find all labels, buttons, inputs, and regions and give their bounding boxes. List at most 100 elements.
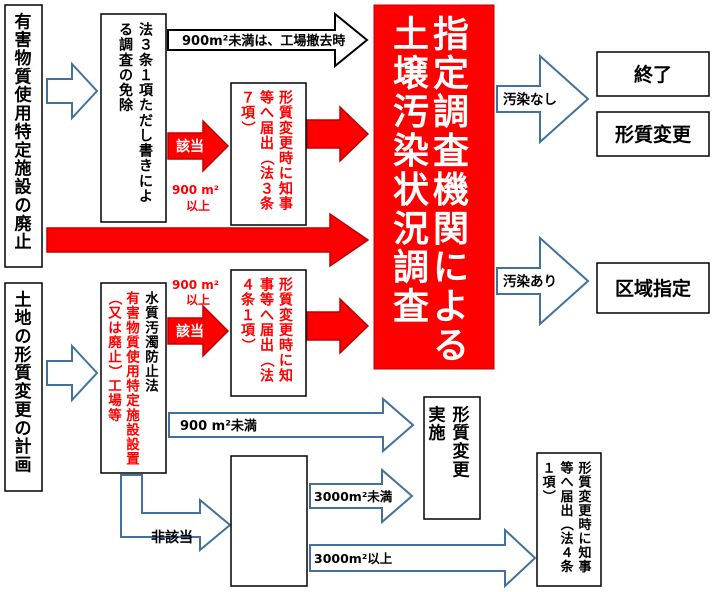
vertical-char: 変: [578, 489, 591, 505]
vertical-char: 変: [15, 381, 32, 402]
box-todoke-bottom: [536, 452, 602, 587]
label-over-3000: 3000m²以上: [314, 551, 393, 566]
vertical-char: ）: [239, 121, 255, 135]
vertical-char: 更: [15, 400, 33, 420]
vertical-char: 施: [15, 158, 32, 179]
vertical-char: 又: [107, 306, 122, 322]
vertical-char: に: [433, 248, 469, 289]
label-under-900: 900 m²未満: [180, 418, 257, 434]
vertical-char: の: [15, 419, 32, 439]
vertical-char: 時: [578, 517, 591, 533]
label-keishitsu-henkou: 形質変更: [615, 123, 692, 146]
vertical-char: 置: [126, 452, 140, 468]
boxes: [4, 4, 710, 587]
vertical-char: （: [258, 151, 274, 165]
blue-arrow-osen-nashi: [496, 53, 590, 145]
vertical-char: 特: [126, 378, 140, 395]
vertical-char: 知: [279, 180, 293, 197]
vertical-char: 設: [15, 177, 33, 198]
vertical-char: 形: [453, 404, 470, 425]
vertical-char: 工: [108, 379, 122, 395]
vertical-char: 免: [119, 82, 133, 99]
vertical-char: だ: [139, 113, 153, 129]
vertical-char: 設: [126, 421, 140, 438]
vertical-char: 査: [433, 131, 469, 172]
red-arrow-long: [46, 212, 370, 268]
vertical-char: 等: [559, 461, 573, 477]
vertical-char: 項: [241, 106, 256, 122]
vertical-char: 壌: [393, 53, 429, 94]
vertical-char: 汚: [393, 92, 429, 133]
vertical-char: る: [433, 325, 469, 366]
vertical-char: ）: [239, 338, 255, 352]
vertical-char: 知: [279, 367, 293, 384]
vertical-char: 状: [393, 170, 430, 211]
vertical-char: 時: [279, 337, 293, 354]
vertical-char: （: [258, 353, 274, 367]
vertical-char: 実: [429, 404, 446, 425]
vertical-char: 査: [393, 287, 429, 328]
vertical-char: 調: [433, 92, 469, 133]
vertical-char: の: [119, 68, 133, 84]
vertical-char: に: [279, 353, 293, 369]
vertical-char: 形: [279, 90, 293, 107]
vertical-char: は: [108, 320, 122, 336]
box-kuiki: [230, 455, 308, 587]
vertical-char: 質: [126, 334, 140, 351]
vertical-char: 質: [279, 292, 293, 309]
vertical-char: 項: [241, 323, 256, 339]
vertical-char: 知: [578, 545, 591, 561]
vertical-char: １: [241, 308, 255, 324]
vertical-char: へ: [260, 106, 274, 122]
vertical-char: 定: [126, 392, 140, 409]
vertical-char: ４: [560, 546, 573, 561]
vertical-char: へ: [260, 308, 274, 324]
label-900-top-a: 900 m²: [172, 183, 219, 197]
vertical-char: 調: [393, 248, 429, 289]
box-menjo: [100, 13, 167, 223]
vertical-char: 調: [119, 37, 133, 54]
vertical-char: 定: [433, 53, 469, 94]
vertical-char: 使: [125, 348, 140, 365]
red-arrow-todoke-top: [306, 105, 370, 163]
black-arrow-top: [167, 11, 369, 69]
vertical-char: に: [279, 166, 293, 182]
box-suishitsu: [100, 282, 167, 474]
vertical-char: 質: [578, 475, 591, 491]
vertical-char: 条: [560, 559, 574, 575]
vertical-char: 用: [15, 104, 32, 124]
vertical-char: １: [542, 462, 555, 477]
vertical-char: 条: [240, 292, 256, 309]
vertical-char: 施: [126, 407, 140, 424]
blue-arrow-left-bottom: [46, 343, 99, 403]
vertical-char: 質: [145, 305, 159, 322]
vertical-char: 水: [145, 290, 159, 307]
box-keishitsu-henkou: [596, 111, 710, 157]
vertical-char: 法: [260, 165, 274, 182]
label-top-arrow: 900m²未満は、工場撤去時: [182, 33, 345, 49]
vertical-char: 地: [15, 308, 32, 329]
vertical-char: 土: [393, 14, 429, 55]
vertical-char: ３: [139, 38, 153, 54]
vertical-char: 出: [560, 503, 573, 519]
vertical-char: 事: [578, 559, 591, 575]
vertical-char: 止: [15, 232, 32, 253]
vertical-char: よ: [433, 287, 469, 328]
vertical-char: 除: [119, 97, 134, 114]
label-hi-gaitou: 非該当: [151, 529, 193, 546]
label-under-3000: 3000m²未満: [314, 489, 393, 504]
label-osen-nashi: 汚染なし: [503, 91, 557, 108]
vertical-char: 質: [15, 66, 32, 87]
vertical-char: 廃: [15, 213, 33, 234]
red-arrow-todoke-mid: [306, 297, 370, 355]
vertical-char: 止: [145, 363, 159, 380]
vertical-char: 用: [126, 364, 140, 380]
vertical-char: 有: [15, 11, 32, 32]
blue-arrow-under-3000: [309, 467, 414, 525]
